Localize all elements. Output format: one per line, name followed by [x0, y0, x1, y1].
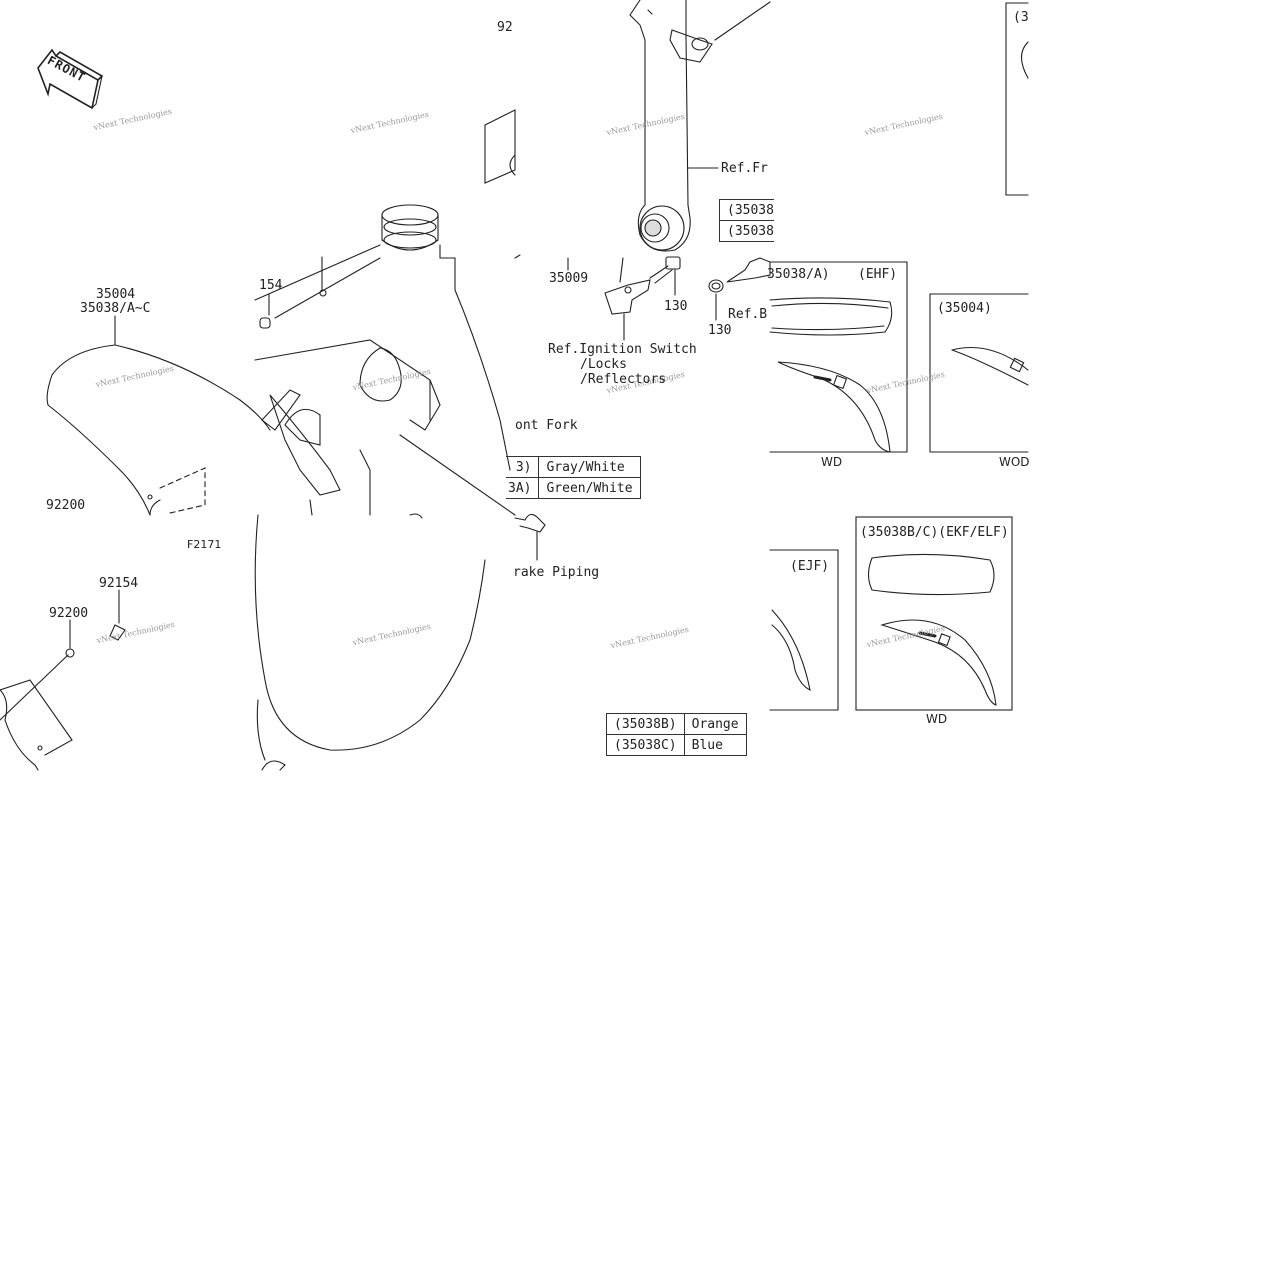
- part-number-35038[interactable]: 35038/A~C: [80, 301, 151, 316]
- figure-id: F2171: [187, 538, 222, 551]
- ref-locks-link[interactable]: /Locks: [580, 357, 627, 372]
- part-number-130[interactable]: 130: [664, 299, 688, 314]
- inset-top-right-drawing: [1005, 2, 1029, 196]
- brake-clamp-drawing: [514, 513, 546, 561]
- inset-ehf-model: (EHF): [858, 267, 898, 282]
- color-table-top: (35038 (35038: [718, 199, 774, 242]
- ignition-bracket-drawing: [567, 257, 651, 341]
- color-name-cell: Orange: [683, 713, 747, 735]
- inset-top-right-label: (3: [1013, 10, 1029, 25]
- part-number-92[interactable]: 92: [497, 20, 513, 35]
- table-row: (35038B) Orange: [606, 713, 747, 735]
- color-code-cell: (35038B): [606, 713, 685, 735]
- table-row: 3) Gray/White: [506, 456, 641, 478]
- inset-ekf-drawing: [855, 516, 1013, 711]
- lower-fender-drawing: [0, 589, 126, 771]
- color-table-bottom: (35038B) Orange (35038C) Blue: [606, 713, 747, 756]
- front-arrow-icon: [37, 48, 104, 110]
- color-code-cell: 3): [506, 456, 540, 478]
- part-number-92200[interactable]: 92200: [46, 498, 86, 513]
- table-row: 3A) Green/White: [506, 477, 641, 499]
- table-row: (35038: [718, 220, 774, 242]
- color-code-cell: 3A): [506, 477, 540, 499]
- color-table-mid: 3) Gray/White 3A) Green/White: [506, 456, 641, 499]
- part-number-92200[interactable]: 92200: [49, 606, 89, 621]
- color-code-cell: (35038C): [606, 734, 685, 756]
- inset-ehf-code: 35038/A): [767, 267, 830, 282]
- headlight-bracket-drawing: [254, 109, 521, 516]
- inset-ejf-drawing: [769, 549, 839, 711]
- inset-35004-label: (35004): [937, 301, 992, 316]
- ref-front-fork-link[interactable]: Ref.Fr: [721, 161, 768, 176]
- color-name-cell: Green/White: [538, 477, 641, 499]
- table-row: (35038C) Blue: [606, 734, 747, 756]
- inset-ejf-label: (EJF): [790, 559, 830, 574]
- table-row: (35038: [718, 199, 774, 221]
- part-number-130[interactable]: 130: [708, 323, 732, 338]
- inset-ehf-drawing: [769, 261, 908, 453]
- rear-fender-drawing: [254, 513, 486, 771]
- front-fork-drawing: [629, 0, 771, 252]
- color-name-cell: Gray/White: [538, 456, 641, 478]
- part-number-92154[interactable]: 92154: [99, 576, 139, 591]
- ref-brake-piping-text[interactable]: rake Piping: [513, 565, 600, 580]
- inset-ekf-label: (35038B/C)(EKF/ELF): [860, 525, 1009, 540]
- ref-ignition-switch-link[interactable]: Ref.Ignition Switch: [548, 342, 697, 357]
- inset-wod-label: WOD: [999, 455, 1030, 469]
- ref-reflectors-link[interactable]: /Reflectors: [580, 372, 667, 387]
- part-number-35009[interactable]: 35009: [549, 271, 589, 286]
- color-code-cell: (35038: [718, 199, 774, 221]
- part-number-35004[interactable]: 35004: [96, 287, 136, 302]
- color-name-cell: Blue: [683, 734, 747, 756]
- inset-wd-label: WD: [821, 455, 843, 469]
- front-fender-drawing: [46, 315, 271, 516]
- ref-brake-link[interactable]: Ref.B: [728, 307, 768, 322]
- part-number-154[interactable]: 154: [259, 278, 283, 293]
- bolt-130-drawing: [649, 256, 771, 321]
- ref-front-fork-text[interactable]: ont Fork: [515, 418, 578, 433]
- color-code-cell: (35038: [718, 220, 774, 242]
- inset-wd-label: WD: [926, 712, 948, 726]
- inset-35004-drawing: [929, 293, 1029, 453]
